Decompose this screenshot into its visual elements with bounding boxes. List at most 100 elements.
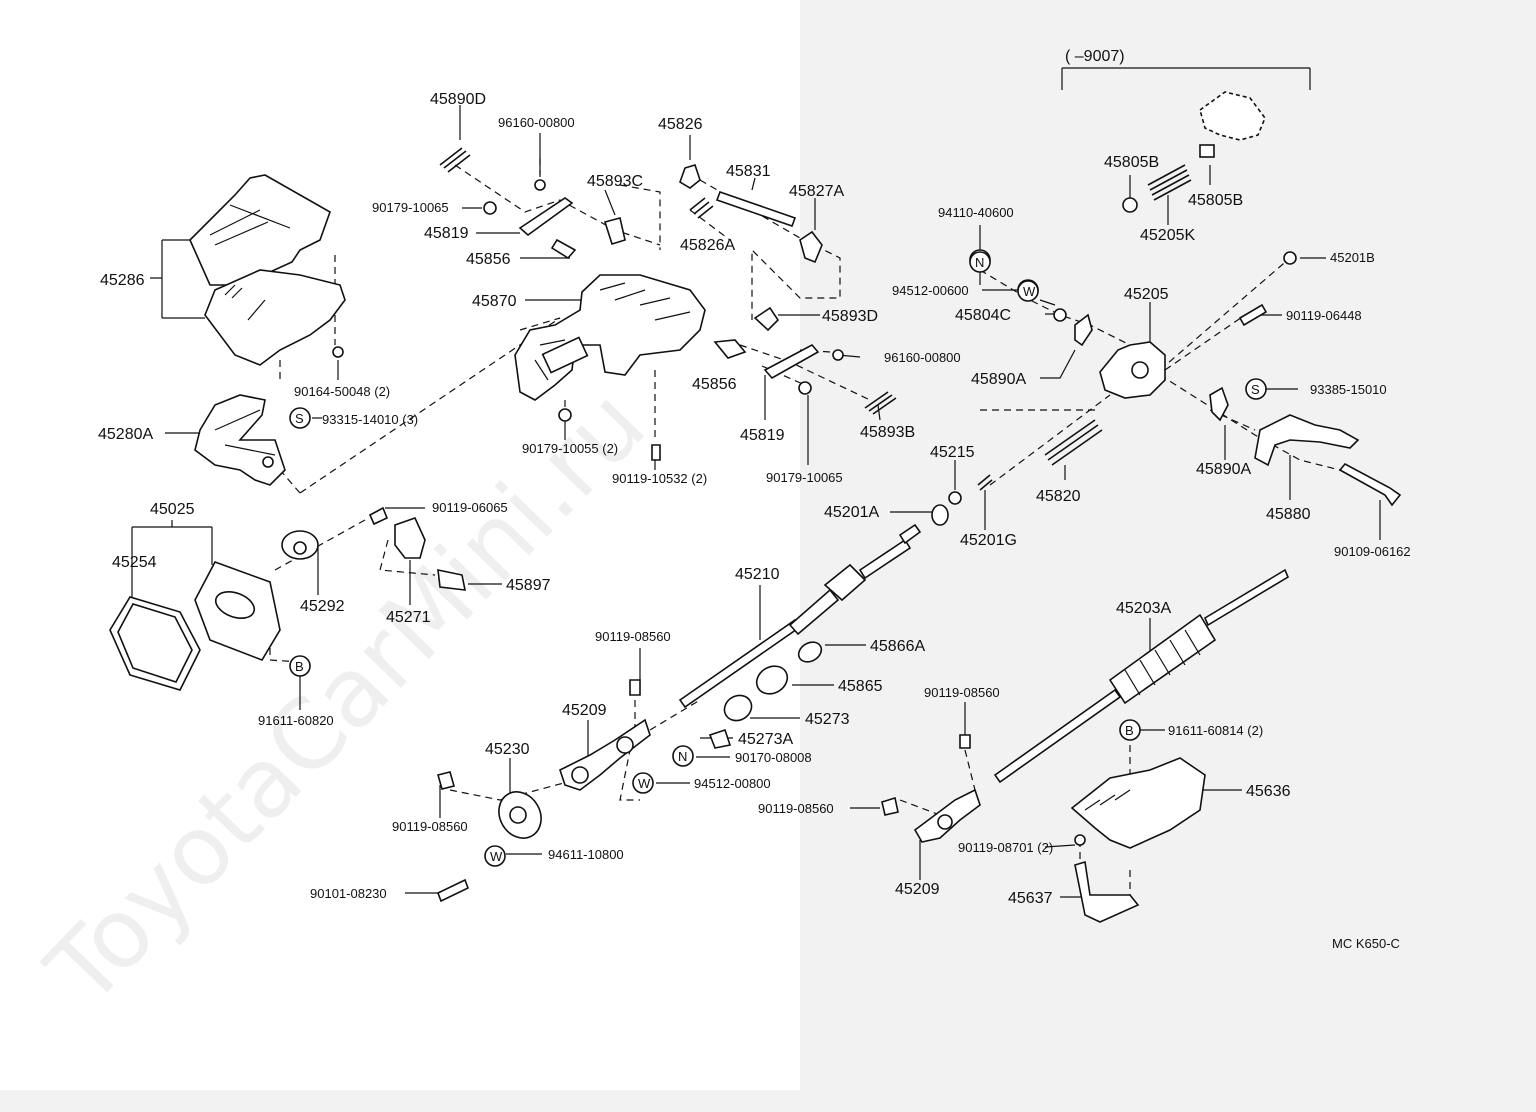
part-label: 90179-10055 (2) [522,441,618,456]
part-label: 90179-10065 [372,200,449,215]
part-label: 45280A [98,426,153,443]
part-label: 94110-40600 [938,205,1014,220]
lever-plate-left [439,147,714,260]
part-label: 90119-10532 (2) [612,471,707,486]
part-label: 45286 [100,272,145,289]
part-label: 90170-08008 [735,750,812,765]
part-label: 45636 [1246,783,1291,800]
part-label: 45819 [740,427,785,444]
part-label: 45215 [930,444,975,461]
svg-text:W: W [490,849,503,864]
part-label: 90119-06065 [432,500,508,515]
svg-text:S: S [295,411,304,426]
part-label: 90119-08560 [924,685,1000,700]
w-symbol-icon-lower [632,772,654,794]
w-symbol-icon [1017,280,1039,302]
svg-text:B: B [295,659,304,674]
part-label: 45826A [680,237,735,254]
yoke-part [368,506,467,591]
part-label: 45203A [1116,600,1171,617]
main-shaft-part [993,568,1290,784]
watermark-text: ToyotaCarMini.ru [25,368,666,1026]
universal-joint-left [559,679,651,791]
part-label: 45201A [824,504,879,521]
part-label: 45856 [466,251,511,268]
part-label: 45826 [658,116,703,133]
part-label: 45890A [971,371,1026,388]
part-label: 45205K [1140,227,1195,244]
part-label: 45210 [735,566,780,583]
part-label: 93315-14010 (3) [322,412,418,427]
part-label: 45292 [300,598,345,615]
part-label: 91611-60814 (2) [1168,723,1263,738]
part-labels: ( –9007) 45890D 96160-00800 45826 45831 … [98,48,1411,951]
part-label: 45209 [895,881,940,898]
part-label: 45827A [789,183,844,200]
symbol-letters: N W S S B B N W W [295,255,1260,864]
n-symbol-icon [969,251,991,273]
column-cover-part [189,174,346,366]
flexible-coupling-part [436,771,542,903]
part-label: 45271 [386,609,431,626]
column-tube-part [514,274,706,401]
part-label: 45897 [506,577,551,594]
s-symbol-icon [289,407,311,429]
part-label: 45273 [805,711,850,728]
part-label: 45201G [960,532,1017,549]
part-label: 45893B [860,424,915,441]
part-label: 45805B [1188,192,1243,209]
lower-cover-part [1070,757,1206,923]
svg-text:N: N [975,255,984,270]
part-label: 45866A [870,638,925,655]
universal-joint-right [881,734,981,843]
intermediate-shaft-part [678,523,922,709]
part-label: 96160-00800 [884,350,961,365]
part-label: 45209 [562,702,607,719]
part-label: 45820 [1036,488,1081,505]
part-label: 45890D [430,91,486,108]
svg-text:S: S [1251,382,1260,397]
part-label: 45870 [472,293,517,310]
part-label: 94512-00800 [694,776,771,791]
part-label: 90101-08230 [310,886,387,901]
part-label: 94512-00600 [892,283,969,298]
range-label: ( –9007) [1065,48,1125,65]
part-label: 45819 [424,225,469,242]
b-symbol-icon-right [1119,719,1141,741]
svg-text:W: W [1023,284,1036,299]
part-label: 94611-10800 [548,847,624,862]
part-label: 45230 [485,741,530,758]
tilt-shaft-part [332,190,897,461]
part-label: 90119-08701 (2) [958,840,1053,855]
part-label: 90109-06162 [1334,544,1411,559]
part-label: 45831 [726,163,771,180]
s-symbol-icon-right [1245,378,1267,400]
part-label: 45025 [150,501,195,518]
part-label: 90119-06448 [1286,308,1362,323]
part-label: 91611-60820 [258,713,334,728]
part-label: 45205 [1124,286,1169,303]
part-label: 45880 [1266,506,1311,523]
bearing-parts [708,641,823,749]
part-label: 45273A [738,731,793,748]
w-symbol-icon-bottom [484,845,506,867]
part-label: 90119-08560 [392,819,468,834]
part-label: 45865 [838,678,883,695]
part-label: 45804C [955,307,1011,324]
part-label: 45201B [1330,250,1375,265]
column-hole-cover-part [109,530,319,691]
part-label: 96160-00800 [498,115,575,130]
svg-text:B: B [1125,723,1134,738]
part-label: 45805B [1104,154,1159,171]
part-label: 90164-50048 (2) [294,384,390,399]
leader-lines [131,67,1381,905]
part-label: 45890A [1196,461,1251,478]
part-label: 45893C [587,173,643,190]
part-label: 90119-08560 [758,801,834,816]
part-label: 93385-15010 [1310,382,1387,397]
part-label: 45893D [822,308,878,325]
svg-text:W: W [638,776,651,791]
column-bracket-part [194,394,286,486]
diagram-code: MC K650-C [1332,936,1400,951]
